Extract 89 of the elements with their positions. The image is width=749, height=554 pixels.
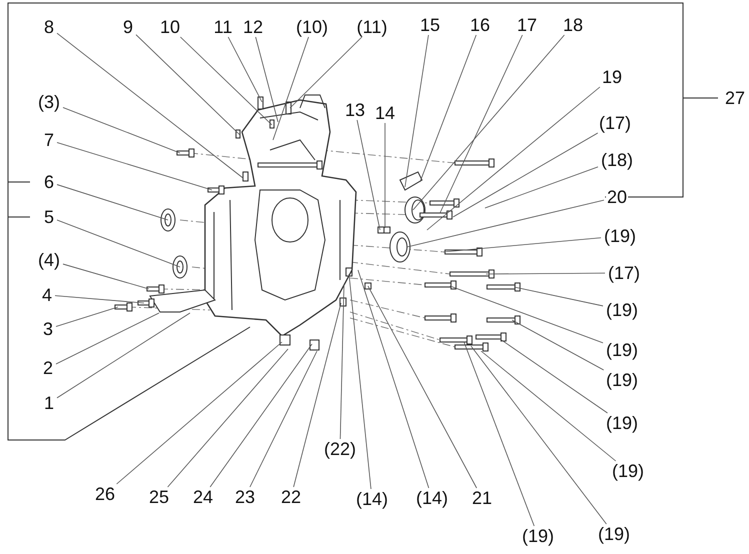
callout-number: 18 <box>562 16 584 34</box>
callout-number: 20 <box>606 188 628 206</box>
callout-number: (17) <box>607 264 641 282</box>
leader-line <box>340 284 344 440</box>
leader-line <box>228 36 262 102</box>
callout-number: 25 <box>148 488 170 506</box>
callout-number: (19) <box>597 525 631 543</box>
leader-line <box>464 342 535 526</box>
callout-number: 23 <box>234 488 256 506</box>
callout-number: 15 <box>418 16 442 34</box>
leader-line <box>486 272 606 274</box>
leader-line <box>56 220 180 268</box>
leader-line <box>56 184 168 220</box>
leader-line <box>56 312 160 364</box>
callout-number: (19) <box>603 227 637 245</box>
callout-number: 16 <box>468 16 492 34</box>
leader-line <box>116 342 282 484</box>
leader-line <box>426 86 600 230</box>
callout-number: 21 <box>470 489 494 507</box>
callout-number: 11 <box>212 18 234 36</box>
leader-line <box>290 36 362 108</box>
callout-number: (19) <box>611 462 645 480</box>
leader-line <box>450 286 604 344</box>
callout-number: 27 <box>724 89 746 107</box>
leader-line <box>250 350 318 488</box>
leader-line <box>62 107 180 154</box>
callout-number: 7 <box>43 131 55 149</box>
leader-line <box>56 32 244 178</box>
callout-number: (10) <box>295 18 329 36</box>
leader-line <box>56 142 212 190</box>
callout-number: (11) <box>356 18 388 36</box>
leader-line <box>470 346 607 524</box>
callout-number: (19) <box>605 414 639 432</box>
leader-line <box>512 320 604 370</box>
leader-line <box>480 350 616 462</box>
leader-line <box>356 120 380 230</box>
callout-number: 12 <box>242 18 264 36</box>
callout-number: 1 <box>43 394 55 412</box>
leader-line <box>56 312 190 398</box>
leader-line <box>442 237 602 252</box>
leader-line <box>210 344 312 488</box>
leader-line <box>406 200 604 248</box>
callout-number: (19) <box>605 371 639 389</box>
callout-number: 3 <box>42 320 54 338</box>
leader-line <box>167 348 288 488</box>
callout-number: 24 <box>192 488 214 506</box>
callout-number: (19) <box>605 341 639 359</box>
leader-line <box>420 34 477 182</box>
callout-number: 9 <box>122 18 134 36</box>
leader-line <box>404 34 429 188</box>
leader-line <box>368 286 478 488</box>
callout-number: (17) <box>598 114 632 132</box>
leader-line <box>384 122 386 228</box>
callout-number: (19) <box>521 527 555 545</box>
callout-number: (14) <box>415 489 449 507</box>
callout-number: 22 <box>280 488 302 506</box>
leader-line <box>272 36 309 140</box>
callout-number: (18) <box>600 151 634 169</box>
leader-line <box>136 34 240 136</box>
callout-number: 26 <box>94 485 116 503</box>
leader-line <box>440 34 523 214</box>
callout-number: (3) <box>37 93 61 111</box>
callout-number: (14) <box>355 490 389 508</box>
callout-number: 6 <box>43 173 55 191</box>
callout-number: (4) <box>37 251 61 269</box>
leader-line <box>255 36 278 122</box>
callout-number: 10 <box>158 18 182 36</box>
leader-line <box>54 295 144 304</box>
leader-line <box>412 34 565 210</box>
callout-number: 19 <box>600 68 624 86</box>
leader-line <box>484 166 598 208</box>
leader-line <box>180 36 272 126</box>
callout-number: 5 <box>43 208 55 226</box>
leader-line <box>358 270 430 488</box>
leader-line <box>452 132 598 218</box>
callout-number: (22) <box>323 440 357 458</box>
callout-number: 2 <box>42 359 54 377</box>
callout-number: 13 <box>344 101 366 119</box>
callout-number: (19) <box>605 301 639 319</box>
callout-number: 17 <box>516 16 538 34</box>
leader-line <box>514 286 604 306</box>
callout-number: 8 <box>43 18 55 36</box>
callout-number: 14 <box>374 104 396 122</box>
leader-line <box>293 302 342 488</box>
leader-line <box>62 264 150 290</box>
leader-line <box>500 338 608 414</box>
callout-number: 4 <box>41 286 53 304</box>
leader-line <box>348 274 372 490</box>
leader-line <box>56 306 118 327</box>
